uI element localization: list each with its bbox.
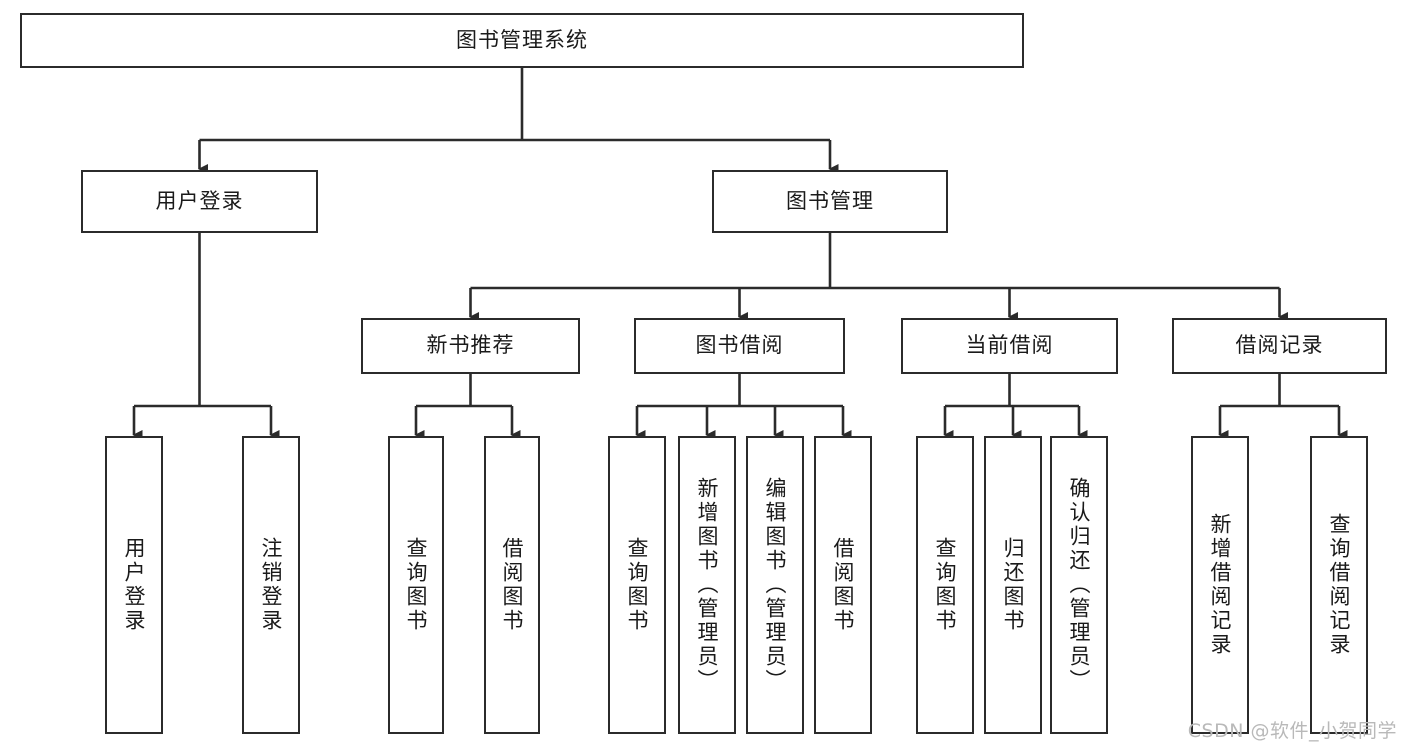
node-leaf-query-record: 查询借阅记录 xyxy=(1310,436,1368,734)
node-label: 新增借阅记录 xyxy=(1208,513,1233,657)
node-label: 借阅图书 xyxy=(500,537,525,633)
node-user-login: 用户登录 xyxy=(81,170,318,233)
node-leaf-query-book-rec: 查询图书 xyxy=(388,436,444,734)
node-label: 用户登录 xyxy=(122,537,147,633)
node-book-borrow: 图书借阅 xyxy=(634,318,845,374)
node-leaf-logout: 注销登录 xyxy=(242,436,300,734)
node-book-manage: 图书管理 xyxy=(712,170,948,233)
node-borrow-record: 借阅记录 xyxy=(1172,318,1387,374)
csdn-watermark: CSDN @软件_小贺同学 xyxy=(1187,720,1397,742)
node-label: 新增图书（管理员） xyxy=(695,477,720,693)
node-leaf-user-login: 用户登录 xyxy=(105,436,163,734)
node-new-book-rec: 新书推荐 xyxy=(361,318,580,374)
node-label: 确认归还（管理员） xyxy=(1067,477,1092,693)
node-root: 图书管理系统 xyxy=(20,13,1024,68)
node-leaf-add-record: 新增借阅记录 xyxy=(1191,436,1249,734)
node-label: 查询借阅记录 xyxy=(1327,513,1352,657)
node-label: 编辑图书（管理员） xyxy=(763,477,788,693)
node-leaf-borrow-book-rec: 借阅图书 xyxy=(484,436,540,734)
node-label: 查询图书 xyxy=(404,537,429,633)
node-label: 图书借阅 xyxy=(695,333,784,358)
node-label: 借阅图书 xyxy=(831,537,856,633)
node-leaf-return-book: 归还图书 xyxy=(984,436,1042,734)
node-label: 新书推荐 xyxy=(426,333,515,358)
node-label: 归还图书 xyxy=(1001,537,1026,633)
node-label: 用户登录 xyxy=(155,188,244,213)
node-leaf-add-book: 新增图书（管理员） xyxy=(678,436,736,734)
node-label: 查询图书 xyxy=(625,537,650,633)
node-current-borrow: 当前借阅 xyxy=(901,318,1118,374)
node-leaf-query-book-bm: 查询图书 xyxy=(608,436,666,734)
node-leaf-confirm-return: 确认归还（管理员） xyxy=(1050,436,1108,734)
node-leaf-borrow-book: 借阅图书 xyxy=(814,436,872,734)
node-leaf-query-book-cur: 查询图书 xyxy=(916,436,974,734)
node-label: 注销登录 xyxy=(259,537,284,633)
node-label: 查询图书 xyxy=(933,537,958,633)
node-label: 图书管理系统 xyxy=(456,27,588,52)
node-label: 借阅记录 xyxy=(1235,333,1324,358)
node-label: 当前借阅 xyxy=(965,333,1054,358)
node-label: 图书管理 xyxy=(786,188,874,213)
node-leaf-edit-book: 编辑图书（管理员） xyxy=(746,436,804,734)
